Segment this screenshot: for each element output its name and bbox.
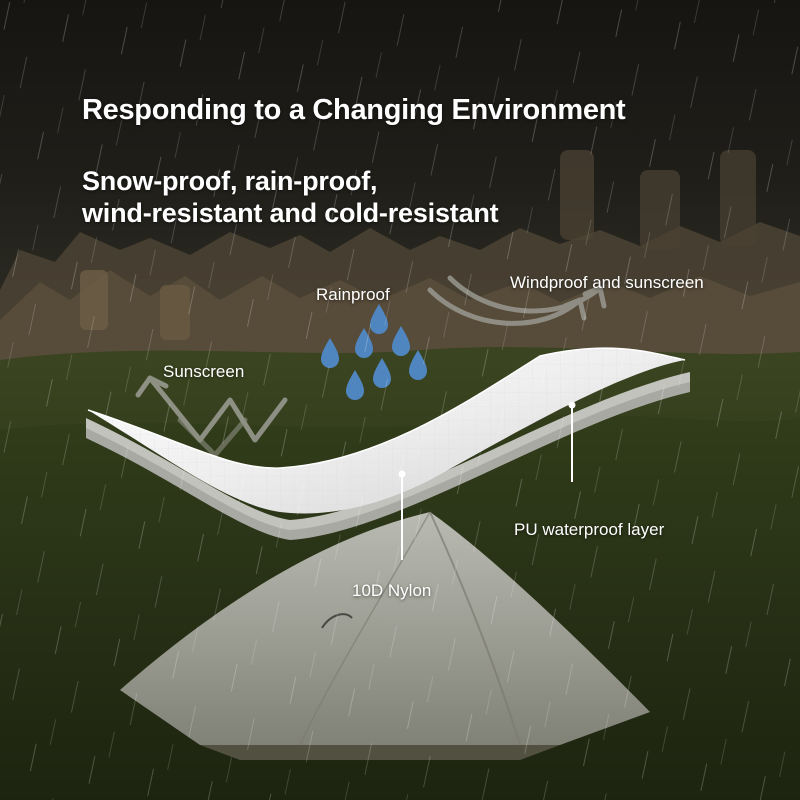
subheadline-line-2: wind-resistant and cold-resistant bbox=[82, 198, 499, 228]
subheadline-line-1: Snow-proof, rain-proof, bbox=[82, 166, 378, 196]
pu-layer-label: PU waterproof layer bbox=[514, 520, 665, 539]
rainproof-label: Rainproof bbox=[316, 285, 390, 304]
windproof-label: Windproof and sunscreen bbox=[510, 273, 704, 292]
headline: Responding to a Changing Environment bbox=[82, 94, 626, 126]
nylon-label: 10D Nylon bbox=[352, 581, 432, 600]
sunscreen-label: Sunscreen bbox=[163, 362, 245, 381]
